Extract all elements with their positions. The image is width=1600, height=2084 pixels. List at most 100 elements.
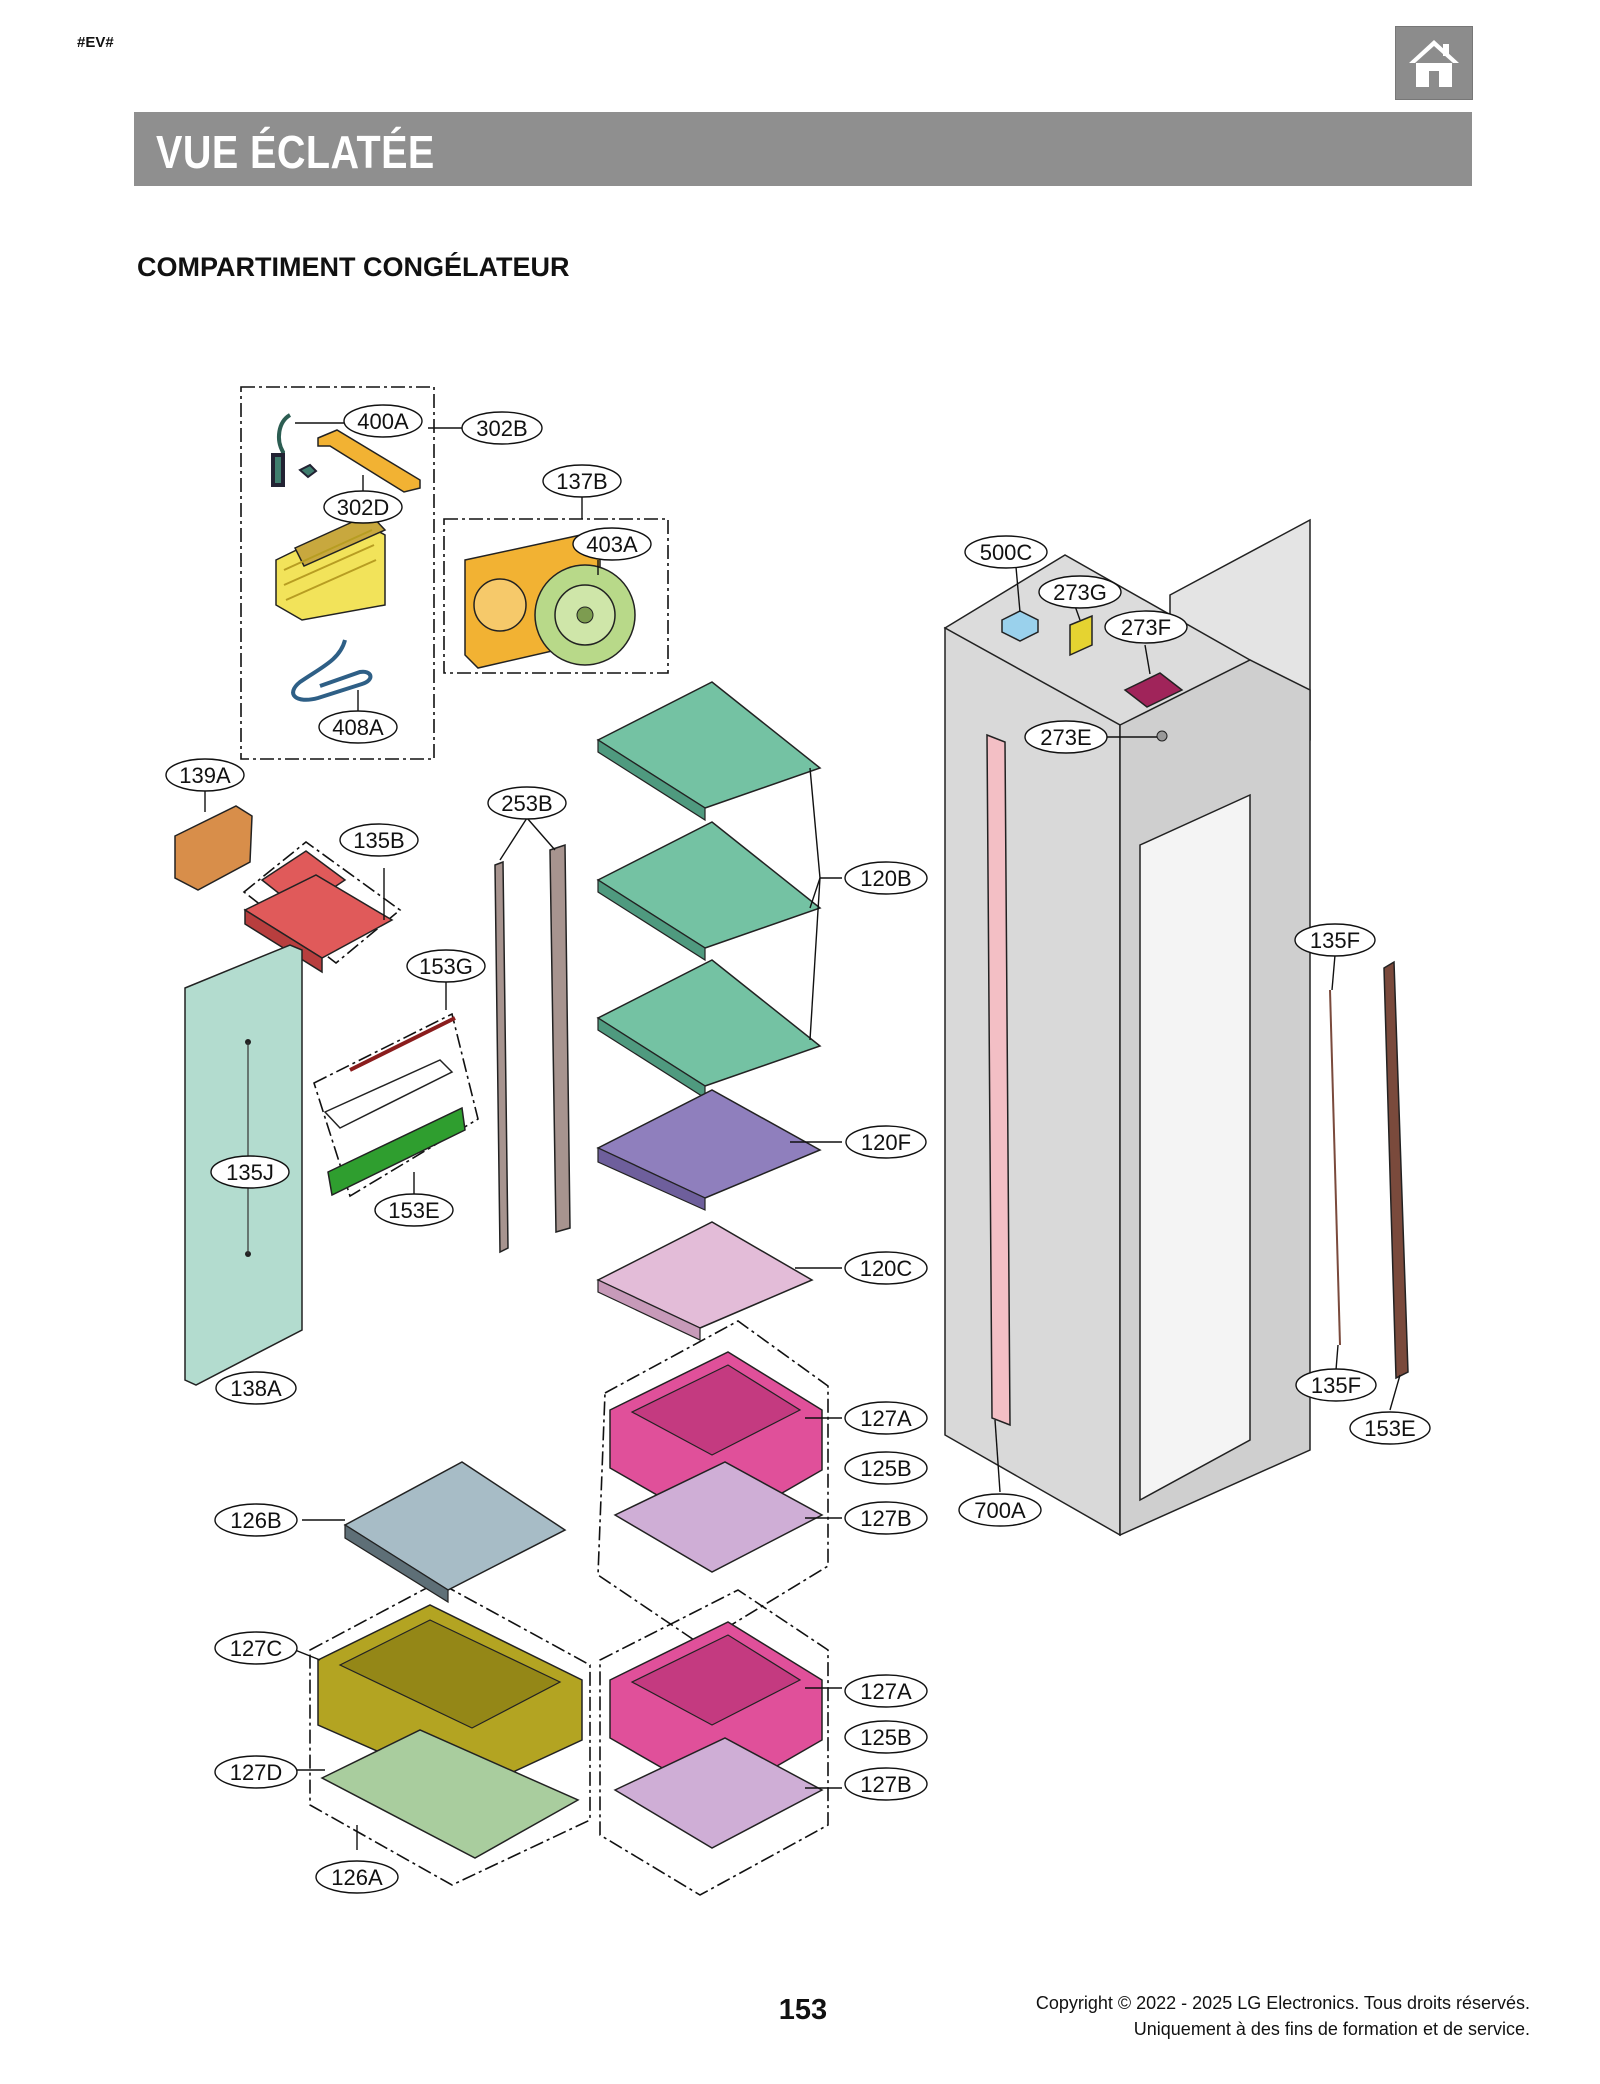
- svg-text:120F: 120F: [861, 1130, 911, 1155]
- shelf-120B-3-part: [596, 959, 822, 1100]
- shelf-120F-part: [596, 1089, 822, 1211]
- svg-text:302D: 302D: [337, 495, 390, 520]
- callout-135B: 135B: [339, 823, 419, 857]
- section-title: COMPARTIMENT CONGÉLATEUR: [137, 252, 570, 282]
- drawer-127C-part: [317, 1604, 583, 1793]
- svg-text:120B: 120B: [860, 866, 911, 891]
- svg-text:153E: 153E: [1364, 1416, 1415, 1441]
- svg-text:500C: 500C: [980, 540, 1033, 565]
- svg-text:273F: 273F: [1121, 615, 1171, 640]
- group-box-housing: [242, 840, 402, 965]
- svg-text:302B: 302B: [476, 416, 527, 441]
- callout-153E-right: 153E: [1349, 1411, 1431, 1445]
- bracket-273F-part: [1123, 672, 1184, 708]
- callout-302B: 302B: [461, 411, 543, 445]
- svg-text:139A: 139A: [179, 763, 231, 788]
- shelf-120B-2-part: [596, 821, 822, 962]
- tray-127D-part: [320, 1729, 580, 1859]
- copyright-line-2: Uniquement à des fins de formation et de…: [1133, 2019, 1530, 2039]
- callout-120F: 120F: [845, 1125, 927, 1159]
- svg-text:253B: 253B: [501, 791, 552, 816]
- callout-135J: 135J: [210, 1155, 290, 1189]
- group-box-drawer-top: [597, 1320, 829, 1645]
- defrost-heater-part: [291, 639, 373, 702]
- group-box-light: [313, 1012, 479, 1198]
- callout-127C: 127C: [214, 1631, 298, 1665]
- callout-273G: 273G: [1038, 575, 1122, 609]
- drawer-127A-bottom-part: [609, 1621, 823, 1801]
- callout-408A: 408A: [318, 710, 398, 744]
- gasket-153E-part: [1383, 960, 1409, 1380]
- callout-125B-top: 125B: [844, 1451, 928, 1485]
- svg-text:400A: 400A: [357, 409, 409, 434]
- cover-126B-part: [343, 1461, 567, 1604]
- tray-127B-top-part: [613, 1461, 824, 1573]
- svg-text:700A: 700A: [974, 1498, 1026, 1523]
- callout-126A: 126A: [315, 1860, 399, 1894]
- page-title: VUE ÉCLATÉE: [156, 126, 435, 178]
- svg-text:120C: 120C: [860, 1256, 913, 1281]
- svg-text:408A: 408A: [332, 715, 384, 740]
- home-button[interactable]: [1395, 26, 1473, 100]
- copyright-line-1: Copyright © 2022 - 2025 LG Electronics. …: [1035, 1993, 1530, 2013]
- callout-700A: 700A: [958, 1493, 1042, 1527]
- svg-text:125B: 125B: [860, 1456, 911, 1481]
- light-assembly-153G-part: [323, 1016, 466, 1197]
- callout-403A: 403A: [572, 527, 652, 561]
- callout-127B-bottom: 127B: [844, 1767, 928, 1801]
- callout-273E: 273E: [1024, 720, 1108, 754]
- shelf-120B-1-part: [596, 681, 822, 822]
- svg-text:126B: 126B: [230, 1508, 281, 1533]
- evaporator-cover-part: [317, 429, 421, 493]
- svg-text:127B: 127B: [860, 1506, 911, 1531]
- callout-135F-top: 135F: [1294, 923, 1376, 957]
- sensor-273G-part: [1069, 614, 1093, 657]
- callouts: 400A 302B 302D 137B 403A 408A 139A 135B …: [165, 404, 1431, 1894]
- shelf-120C-part: [596, 1221, 814, 1341]
- svg-text:135B: 135B: [353, 828, 404, 853]
- document-code: #EV#: [77, 34, 114, 51]
- callout-500C: 500C: [964, 535, 1048, 569]
- evaporator-part: [275, 513, 387, 621]
- svg-text:127C: 127C: [230, 1636, 283, 1661]
- svg-text:153G: 153G: [419, 954, 473, 979]
- svg-text:273G: 273G: [1053, 580, 1107, 605]
- svg-text:127B: 127B: [860, 1772, 911, 1797]
- duct-cover-139A-part: [174, 805, 253, 891]
- strip-700A-part: [986, 733, 1011, 1427]
- screw-273E-part: [1156, 730, 1168, 742]
- svg-text:126A: 126A: [331, 1865, 383, 1890]
- home-icon: [1409, 40, 1459, 87]
- callout-127B-top: 127B: [844, 1501, 928, 1535]
- callout-137B: 137B: [542, 464, 622, 498]
- svg-text:127D: 127D: [230, 1760, 283, 1785]
- callout-135F-bottom: 135F: [1295, 1368, 1377, 1402]
- callout-127D: 127D: [214, 1755, 298, 1789]
- callout-127A-bottom: 127A: [844, 1674, 928, 1708]
- callout-302D: 302D: [323, 490, 403, 524]
- callout-153G: 153G: [406, 949, 486, 983]
- copyright-notice: Copyright © 2022 - 2025 LG Electronics. …: [1036, 1990, 1530, 2042]
- wire-135F-part: [1329, 989, 1341, 1346]
- group-box-evaporator: [240, 386, 435, 760]
- callout-138A: 138A: [215, 1371, 297, 1405]
- callout-120B: 120B: [844, 861, 928, 895]
- callout-125B-bottom: 125B: [844, 1720, 928, 1754]
- shelf-rails-253B-part: [494, 843, 571, 1254]
- fan-motor-part: [534, 564, 636, 666]
- callout-126B: 126B: [214, 1503, 298, 1537]
- page-number: 153: [778, 1994, 828, 2026]
- group-box-drawer-bottom: [599, 1589, 829, 1896]
- svg-text:135F: 135F: [1310, 928, 1360, 953]
- tray-127B-bottom-part: [613, 1737, 824, 1849]
- svg-text:153E: 153E: [388, 1198, 439, 1223]
- callout-139A: 139A: [165, 758, 245, 792]
- svg-text:125B: 125B: [860, 1725, 911, 1750]
- svg-text:135F: 135F: [1311, 1373, 1361, 1398]
- sensor-wire-part: [271, 413, 318, 487]
- svg-text:403A: 403A: [586, 532, 638, 557]
- callout-400A: 400A: [343, 404, 423, 438]
- svg-text:127A: 127A: [860, 1406, 912, 1431]
- callout-120C: 120C: [844, 1251, 928, 1285]
